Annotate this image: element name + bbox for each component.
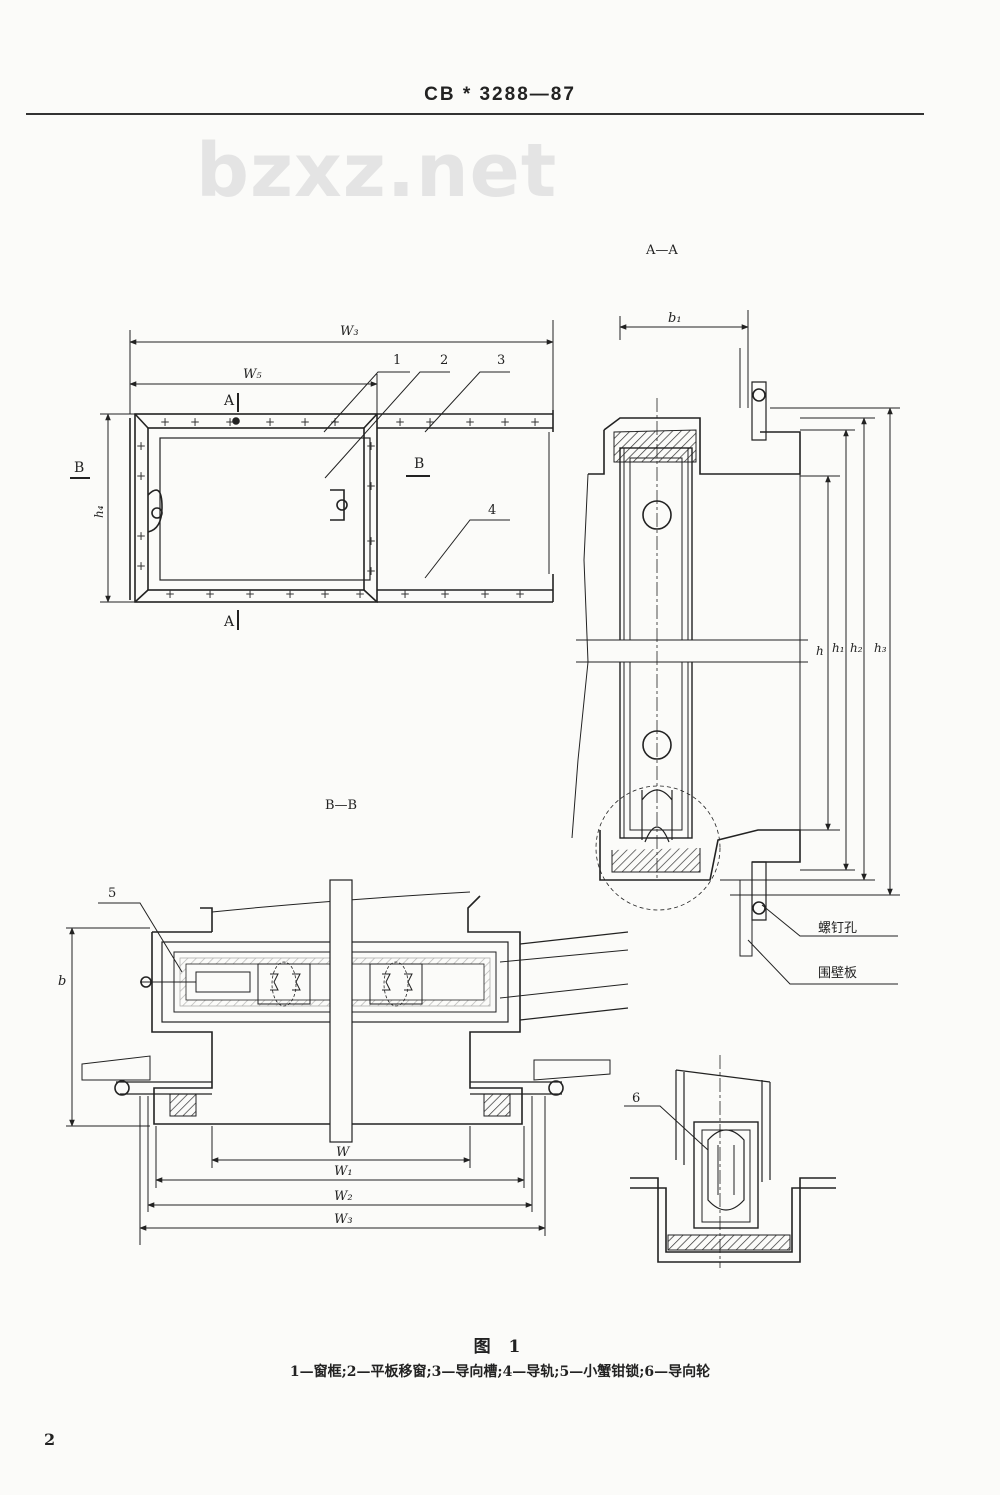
- dim-w2: W₂: [334, 1189, 353, 1204]
- watermark: bzxz.net: [196, 128, 558, 214]
- dim-w1: W₁: [334, 1164, 353, 1179]
- section-marker-a-top: A: [223, 393, 235, 409]
- section-bb: [81, 879, 629, 1143]
- callout-5: 5: [108, 886, 116, 901]
- svg-text:+: +: [265, 415, 275, 429]
- dim-h1: h₁: [832, 641, 845, 655]
- plan-view-crosses: + + + + + + + + + + + + + + + + + + + + + + + + + + + + +: [136, 415, 540, 601]
- svg-text:+: +: [245, 587, 255, 601]
- section-marker-b-right: B: [414, 456, 424, 472]
- svg-text:+: +: [355, 587, 365, 601]
- svg-text:+: +: [136, 559, 146, 573]
- svg-text:+: +: [165, 587, 175, 601]
- dim-h4: h₄: [92, 505, 106, 518]
- plan-view: [70, 393, 554, 630]
- page-number: 2: [44, 1430, 56, 1449]
- dim-b1: b₁: [668, 311, 682, 326]
- dim-w: W: [336, 1145, 351, 1160]
- header-rule: [26, 113, 924, 115]
- section-bb-title: B—B: [325, 798, 357, 813]
- label-screw-hole: 螺钉孔: [818, 921, 857, 936]
- callout-6: 6: [632, 1091, 640, 1106]
- dim-h2: h₂: [850, 641, 863, 655]
- svg-text:+: +: [160, 415, 170, 429]
- plan-dimension-lines: [100, 320, 554, 603]
- svg-text:+: +: [330, 415, 340, 429]
- callout-1: 1: [393, 353, 401, 368]
- svg-text:+: +: [320, 587, 330, 601]
- dim-h3: h₃: [874, 641, 887, 655]
- detail-guide-wheel: [624, 1055, 836, 1268]
- svg-text:+: +: [480, 587, 490, 601]
- svg-text:+: +: [366, 439, 376, 453]
- svg-text:+: +: [136, 469, 146, 483]
- svg-text:+: +: [465, 415, 475, 429]
- dim-h: h: [816, 644, 824, 658]
- label-wall-plate: 围壁板: [818, 966, 857, 981]
- svg-text:+: +: [500, 415, 510, 429]
- section-aa-dimension-lines: [619, 310, 900, 985]
- svg-text:+: +: [366, 479, 376, 493]
- svg-text:+: +: [205, 587, 215, 601]
- svg-text:+: +: [190, 415, 200, 429]
- section-aa: [571, 348, 808, 957]
- svg-text:+: +: [400, 587, 410, 601]
- dim-w3-section: W₃: [334, 1212, 353, 1227]
- section-marker-b-left: B: [74, 460, 84, 476]
- svg-text:+: +: [515, 587, 525, 601]
- callout-3: 3: [497, 353, 505, 368]
- svg-text:+: +: [285, 587, 295, 601]
- svg-text:+: +: [300, 415, 310, 429]
- section-marker-a-bottom: A: [223, 614, 235, 630]
- svg-text:+: +: [440, 587, 450, 601]
- section-aa-title: A—A: [645, 243, 678, 258]
- svg-text:+: +: [530, 415, 540, 429]
- svg-text:+: +: [366, 564, 376, 578]
- dim-w5: W₅: [243, 367, 262, 382]
- document-code: CB * 3288—87: [424, 84, 576, 105]
- svg-text:+: +: [225, 415, 235, 429]
- svg-text:+: +: [395, 415, 405, 429]
- figure-legend: 1—窗框;2—平板移窗;3—导向槽;4—导轨;5—小蟹钳锁;6—导向轮: [289, 1364, 711, 1380]
- svg-text:+: +: [425, 415, 435, 429]
- svg-text:+: +: [366, 534, 376, 548]
- dim-b: b: [58, 974, 66, 989]
- figure-title: 图 1: [473, 1337, 527, 1357]
- dim-w3-plan: W₃: [340, 324, 359, 339]
- svg-text:+: +: [136, 529, 146, 543]
- section-bb-dimension-lines: [66, 902, 546, 1245]
- callout-2: 2: [440, 353, 448, 368]
- svg-text:+: +: [136, 439, 146, 453]
- callout-4: 4: [488, 503, 496, 518]
